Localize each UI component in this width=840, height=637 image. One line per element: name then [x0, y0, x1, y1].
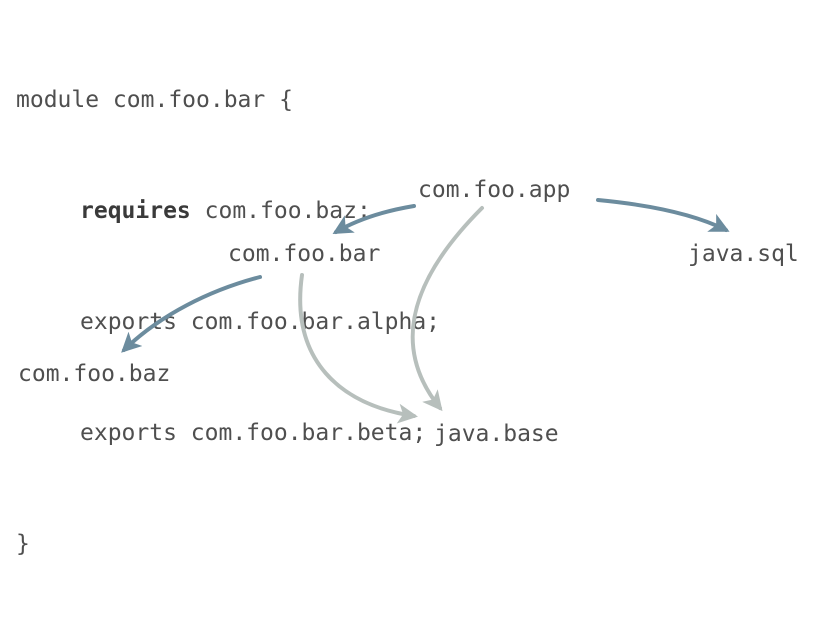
- code-line-exports-beta: exports com.foo.bar.beta;: [16, 415, 440, 452]
- edge-app-to-sql: [596, 198, 730, 232]
- node-com-foo-baz: com.foo.baz: [18, 361, 171, 387]
- slide: module com.foo.bar { requires com.foo.ba…: [16, 82, 799, 557]
- code-close-brace: }: [16, 531, 30, 557]
- node-com-foo-app: com.foo.app: [418, 177, 571, 203]
- node-com-foo-bar: com.foo.bar: [228, 241, 381, 267]
- node-java-sql: java.sql: [688, 241, 799, 267]
- edge-bar-to-base: [298, 273, 418, 424]
- edge-app-to-base: [410, 206, 484, 412]
- edge-bar-to-baz: [121, 275, 262, 353]
- node-java-base: java.base: [434, 421, 559, 447]
- code-line-close-brace: }: [16, 526, 440, 563]
- code-requires-keyword: requires: [80, 198, 191, 224]
- dependency-edges: [121, 198, 730, 424]
- code-line-module: module com.foo.bar {: [16, 82, 440, 119]
- code-module-header: module com.foo.bar {: [16, 87, 293, 113]
- edge-app-to-bar: [332, 204, 416, 235]
- code-exports-beta: exports com.foo.bar.beta;: [80, 420, 427, 446]
